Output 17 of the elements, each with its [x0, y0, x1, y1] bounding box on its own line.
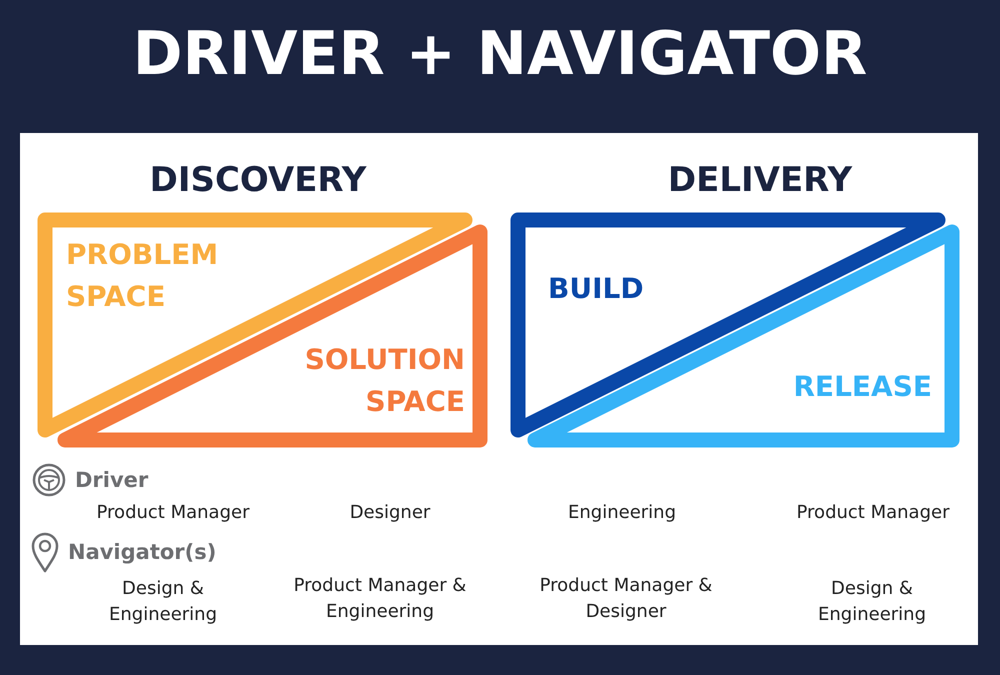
role-text: Product Manager & Engineering [292, 574, 468, 624]
section-heading: DELIVERY [666, 159, 854, 202]
section-heading: DISCOVERY [148, 159, 368, 202]
triangle-label: RELEASE [792, 369, 932, 405]
role-text: Design & Engineering [817, 577, 927, 627]
role-text: Product Manager & Designer [538, 574, 714, 624]
triangle-label: PROBLEM SPACE [66, 237, 220, 315]
triangle-label: SOLUTION SPACE [304, 342, 465, 420]
triangle-label: BUILD [548, 271, 645, 307]
role-text: Product Manager [96, 501, 250, 525]
role-text: Product Manager [796, 501, 950, 525]
role-text: Designer [348, 501, 432, 525]
role-heading: Navigator(s) [68, 539, 218, 566]
role-text: Design & Engineering [108, 577, 218, 627]
role-heading: Driver [75, 467, 150, 494]
role-text: Engineering [567, 501, 677, 525]
title: DRIVER + NAVIGATOR [132, 18, 868, 91]
